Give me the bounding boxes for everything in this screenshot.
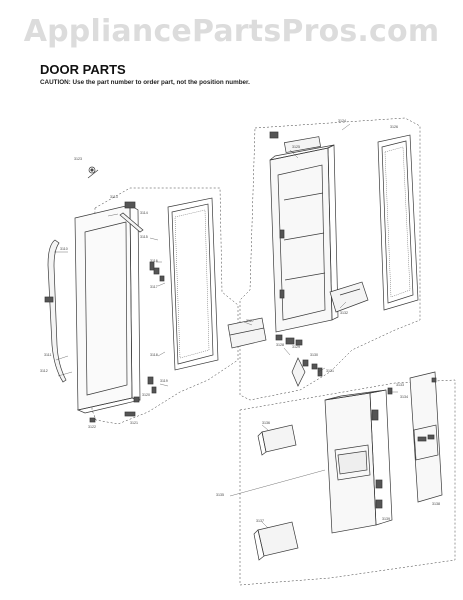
callout-label: 3110 xyxy=(60,247,68,251)
callout-label: 3114 xyxy=(140,211,148,215)
callout-label: 3112 xyxy=(40,369,48,373)
callout-label: 3128 xyxy=(276,343,284,347)
callout-label: 3132 xyxy=(340,311,348,315)
door-stopper-parts xyxy=(149,261,165,282)
callout-label: 3115 xyxy=(140,235,148,239)
callout-label: 3113 xyxy=(110,195,118,199)
callout-label: 3120 xyxy=(142,393,150,397)
door-liner xyxy=(269,144,339,333)
hinge-bracket xyxy=(124,201,136,209)
hinge-screw xyxy=(119,212,144,233)
caution-note: CAUTION: Use the part number to order pa… xyxy=(40,79,250,86)
callout-label: 3134 xyxy=(400,395,408,399)
callout-label: 3116 xyxy=(150,259,158,263)
handle-clip xyxy=(44,296,54,303)
left-door-dashed-boundary xyxy=(91,187,239,425)
callout-label: 3119 xyxy=(160,379,168,383)
callout-label: 3135 xyxy=(216,493,224,497)
door-cam xyxy=(291,357,306,387)
callout-label: 3139 xyxy=(382,517,390,521)
right-door-gasket xyxy=(377,134,419,311)
site-watermark: AppliancePartsPros.com xyxy=(23,14,440,49)
callout-label: 3122 xyxy=(88,425,96,429)
callout-label: 3121 xyxy=(130,421,138,425)
callout-label: 3127 xyxy=(246,319,254,323)
upper-door-bin xyxy=(257,424,297,456)
callout-label: 3133 xyxy=(396,383,404,387)
top-cap xyxy=(283,136,321,153)
bottom-trim xyxy=(227,317,267,349)
page-title: DOOR PARTS xyxy=(40,62,126,77)
lower-door-bin xyxy=(253,521,299,561)
callout-labels: 3110 3111 3112 3113 3114 3115 3116 3117 … xyxy=(40,119,440,523)
hinge-pin xyxy=(88,166,96,174)
callout-label: 3124 xyxy=(338,119,346,123)
callout-label: 3126 xyxy=(390,125,398,129)
callout-label: 3137 xyxy=(256,519,264,523)
bottom-hinge-cluster xyxy=(275,334,323,377)
callout-label: 3118 xyxy=(150,353,158,357)
callout-label: 3131 xyxy=(326,369,334,373)
callout-label: 3111 xyxy=(44,353,51,357)
dispenser-door-panel xyxy=(409,371,443,503)
dispenser-cover xyxy=(329,281,369,313)
ice-dispenser-housing xyxy=(324,389,393,534)
outer-door-panel xyxy=(74,204,141,414)
door-handle xyxy=(47,239,67,383)
callout-label: 3130 xyxy=(310,353,318,357)
leader-lines xyxy=(54,123,398,529)
callout-label: 3125 xyxy=(292,145,300,149)
door-gasket-frame xyxy=(167,197,219,371)
connector-clip xyxy=(387,387,393,395)
callout-label: 3117 xyxy=(150,285,158,289)
top-bracket xyxy=(269,131,279,139)
lower-right-dashed-boundary xyxy=(239,379,456,586)
callout-label: 3129 xyxy=(292,345,300,349)
callout-label: 3138 xyxy=(432,502,440,506)
lower-hinge-parts xyxy=(89,376,157,423)
callout-label: 3136 xyxy=(262,421,270,425)
callout-label: 3123 xyxy=(74,157,82,161)
